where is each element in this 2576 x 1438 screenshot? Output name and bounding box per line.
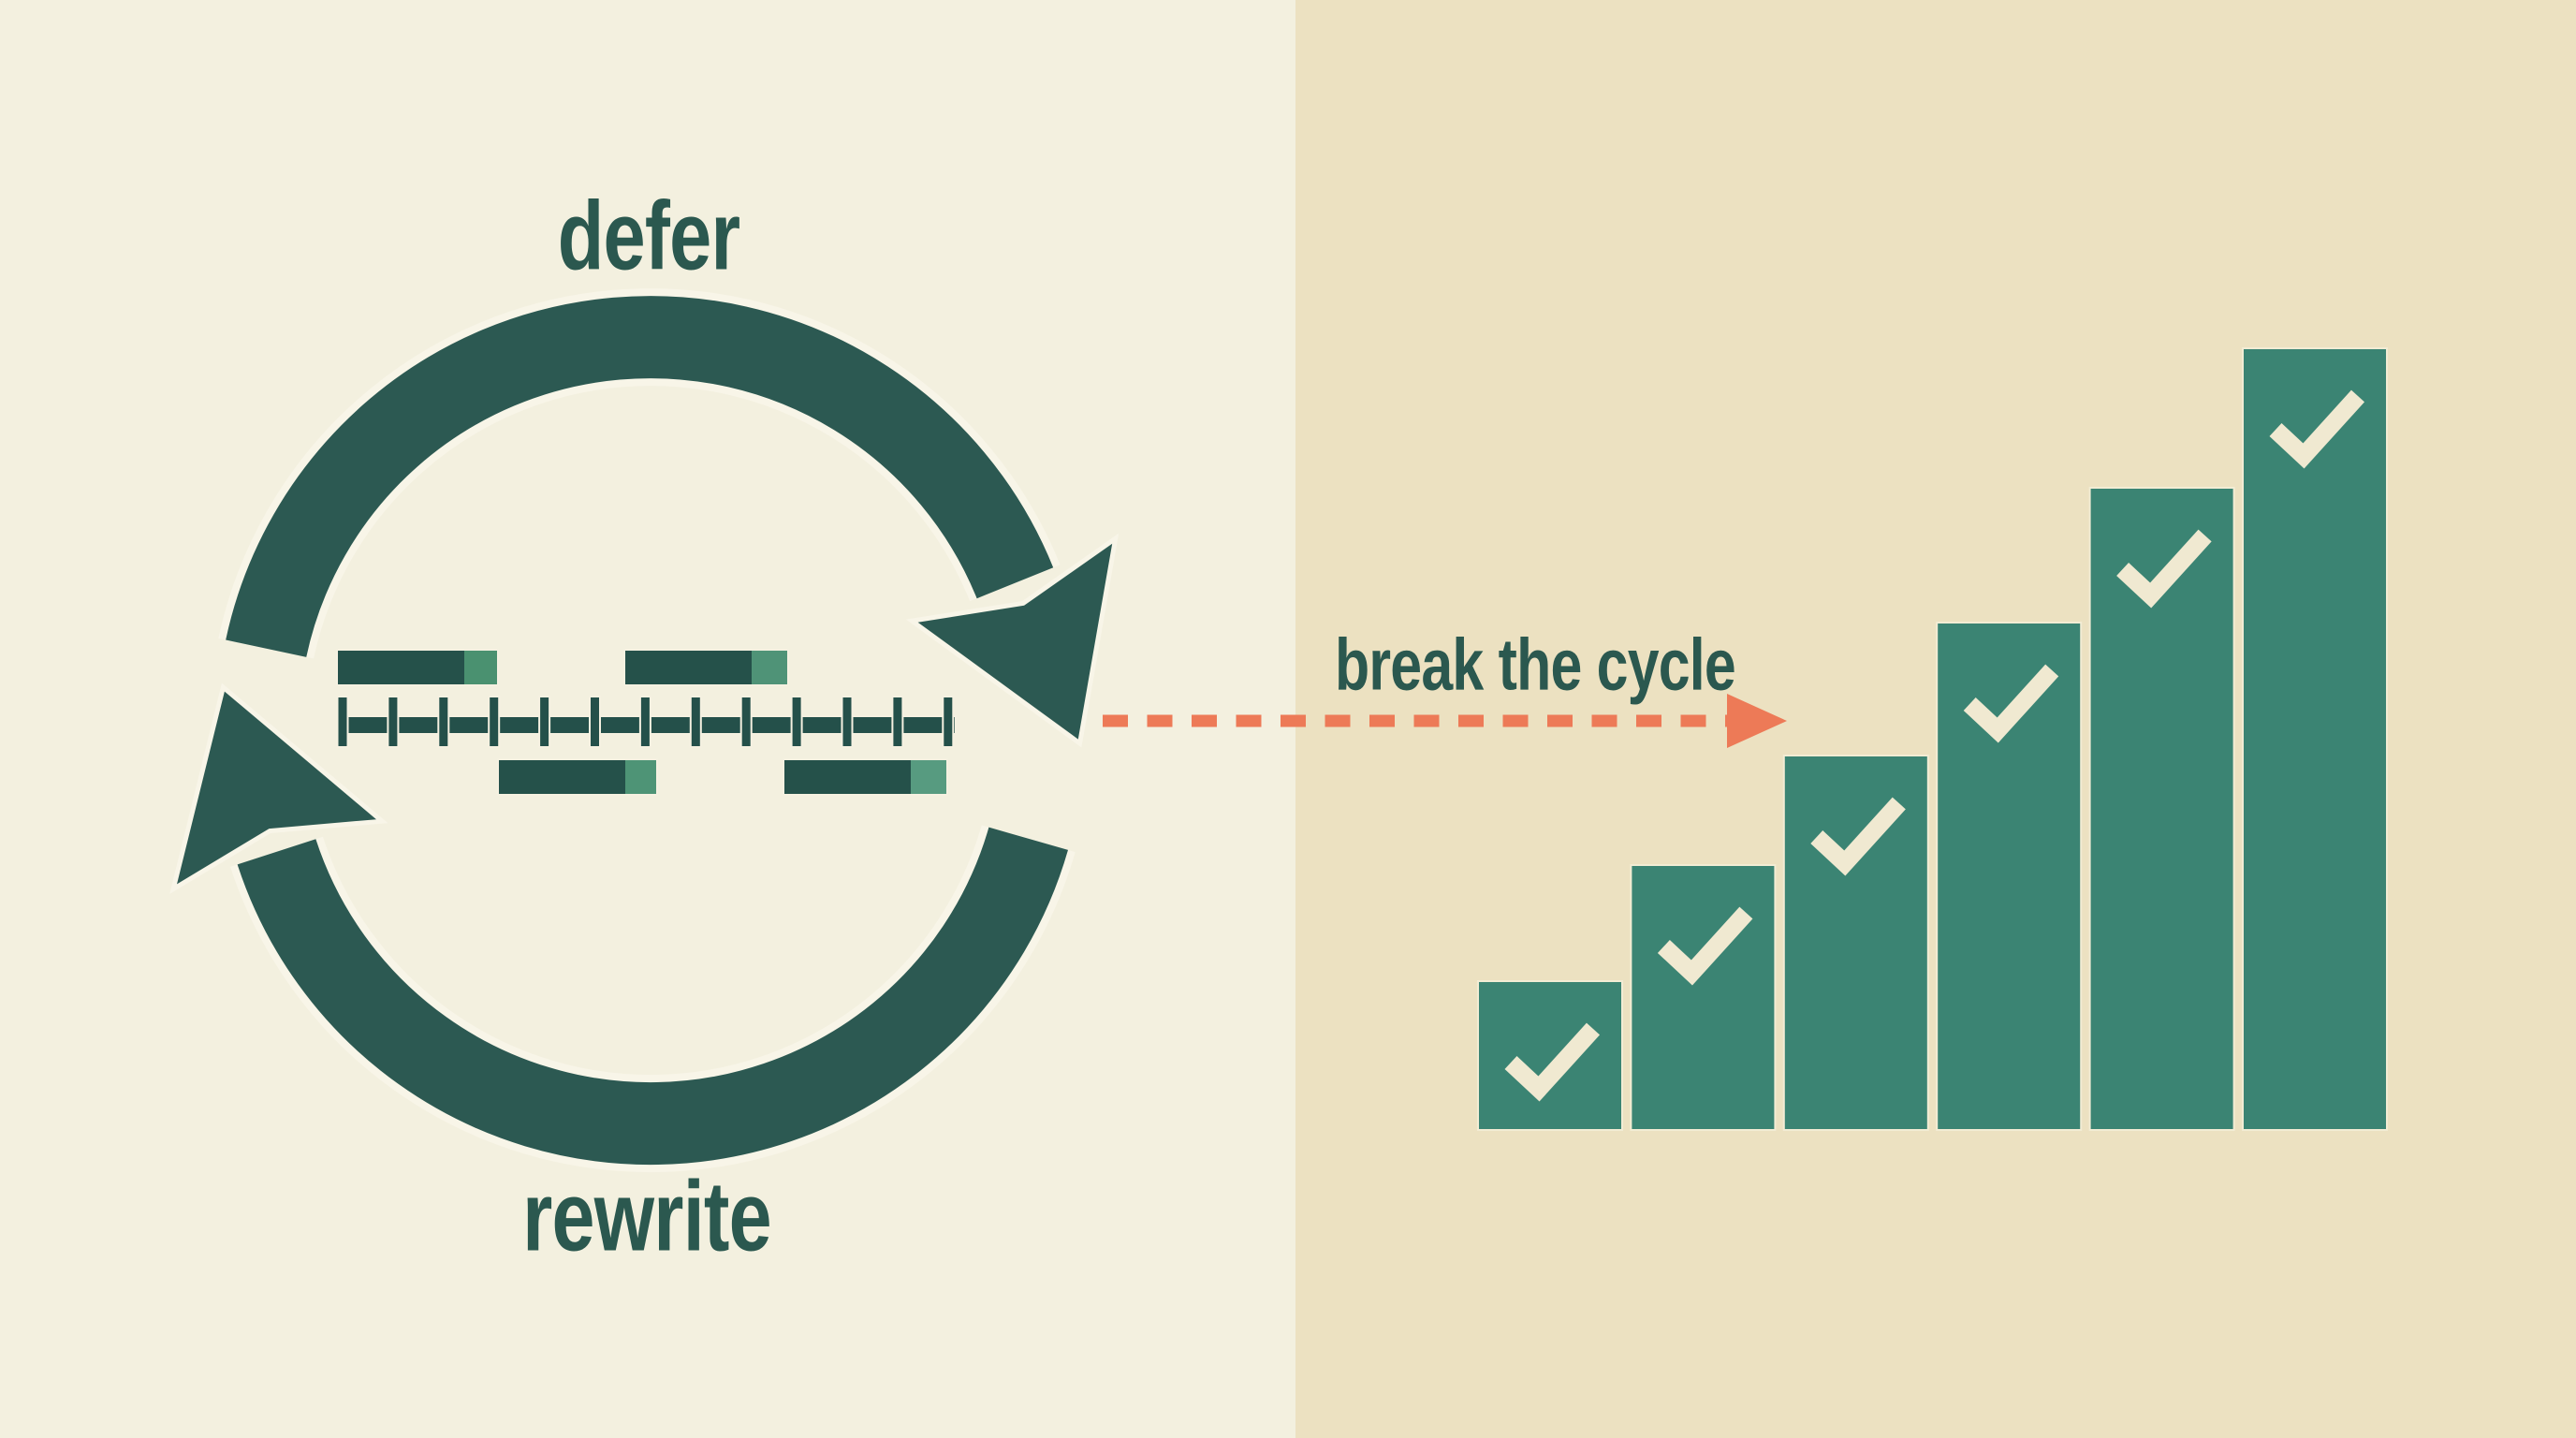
rewrite-label: rewrite xyxy=(522,1161,771,1272)
gantt-tick xyxy=(638,696,651,748)
gantt-ticks xyxy=(336,696,955,748)
cycle-arrowhead-right-icon xyxy=(905,533,1120,748)
progress-bar xyxy=(2242,347,2388,1131)
gantt-tick xyxy=(589,696,601,748)
cycle-top-arc xyxy=(226,296,1054,657)
gantt-tick xyxy=(942,696,955,748)
gantt-tick xyxy=(336,696,349,748)
checkmark-icon xyxy=(1963,664,2059,743)
gantt-tick xyxy=(538,696,551,748)
progress-bar-chart xyxy=(1477,347,2388,1131)
checkmark-icon xyxy=(1504,1022,1601,1102)
gantt-tick xyxy=(488,696,501,748)
cycle-arrows-icon xyxy=(169,296,1120,1166)
progress-bar xyxy=(1936,622,2083,1131)
cycle-bottom-arc xyxy=(237,827,1068,1166)
gantt-task-bar-cap xyxy=(625,760,656,794)
cycle-arrowhead-left-icon xyxy=(169,682,388,894)
gantt-tick xyxy=(790,696,803,748)
gantt-tick xyxy=(689,696,702,748)
gantt-tick xyxy=(891,696,904,748)
gantt-tick xyxy=(437,696,450,748)
progress-bar xyxy=(1630,864,1777,1131)
checkmark-icon xyxy=(2269,389,2365,469)
gantt-tick xyxy=(387,696,400,748)
gantt-timeline-icon xyxy=(336,649,957,796)
gantt-tick xyxy=(739,696,753,748)
gantt-task-bar-cap xyxy=(752,651,787,684)
progress-bar xyxy=(1782,755,1929,1131)
checkmark-icon xyxy=(2116,529,2212,609)
gantt-task-bar-cap xyxy=(464,651,497,684)
break-cycle-arrow xyxy=(1103,694,1787,748)
defer-label: defer xyxy=(557,182,740,291)
gantt-task-bar-cap xyxy=(911,760,946,794)
checkmark-icon xyxy=(1810,797,1906,876)
arrowhead-right-icon xyxy=(1727,694,1787,748)
checkmark-icon xyxy=(1657,906,1753,986)
gantt-tick xyxy=(841,696,854,748)
progress-bar xyxy=(1477,980,1623,1131)
break-the-cycle-label: break the cycle xyxy=(1335,623,1736,706)
